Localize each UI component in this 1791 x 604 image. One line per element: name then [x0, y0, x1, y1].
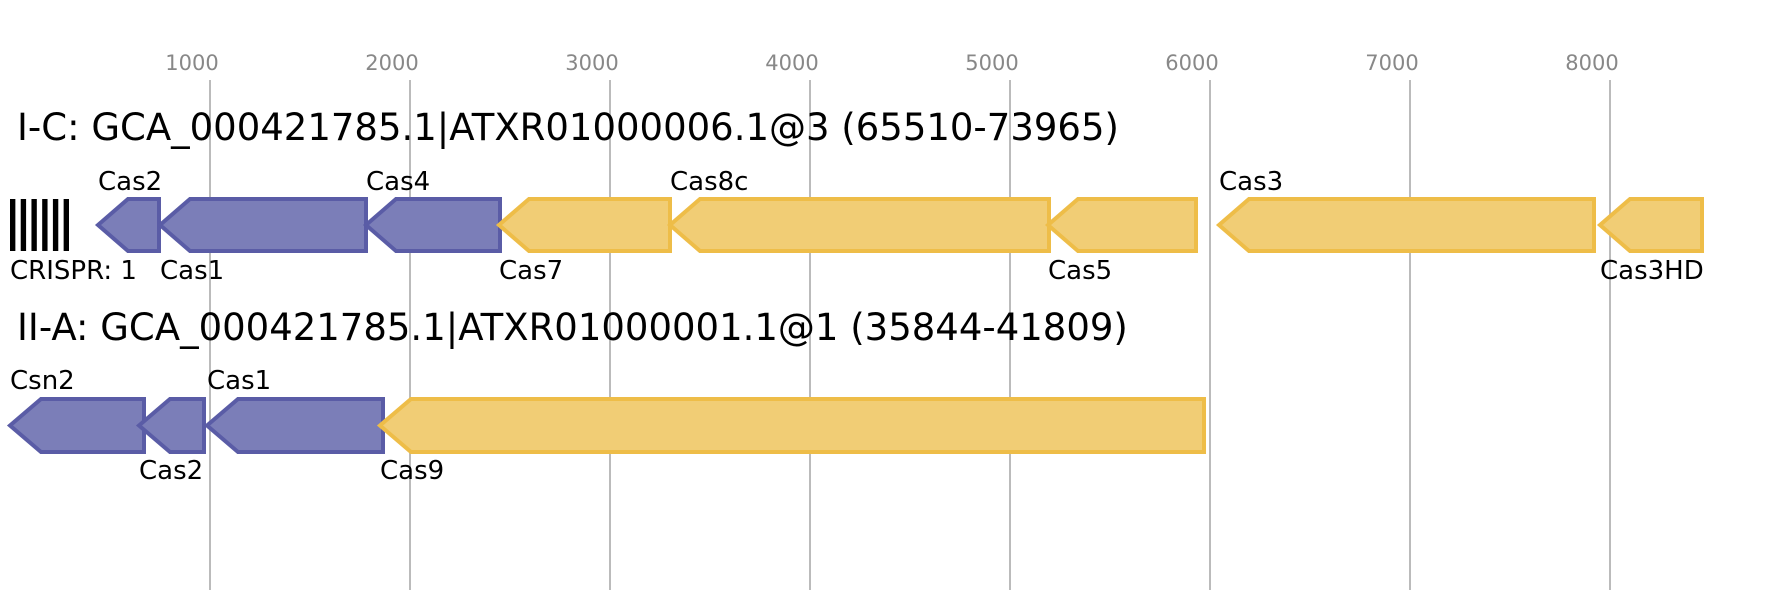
gene-arrow-cas4 [362, 197, 502, 253]
gene-arrow-csn2 [6, 397, 146, 454]
crispr-repeat [63, 199, 69, 251]
gene-arrow-cas8c [666, 197, 1051, 253]
tick-label: 4000 [765, 51, 818, 75]
tick-label: 3000 [565, 51, 618, 75]
gene-arrow-cas1 [156, 197, 368, 253]
gene-label-cas1: Cas1 [160, 256, 224, 286]
gene-label-cas3: Cas3 [1219, 167, 1283, 197]
locus-title-ic: I-C: GCA_000421785.1|ATXR01000006.1@3 (6… [17, 106, 1119, 149]
axis-ticks: 1000 2000 3000 4000 5000 6000 7000 8000 [165, 51, 1618, 75]
gene-label-cas1: Cas1 [207, 366, 271, 396]
tick-label: 6000 [1165, 51, 1218, 75]
crispr-label: CRISPR: 1 [10, 256, 137, 286]
gene-arrow-cas5 [1044, 197, 1198, 253]
crispr-repeat [42, 199, 48, 251]
gene-arrow-cas1 [203, 397, 385, 454]
gene-label-cas9: Cas9 [380, 456, 444, 486]
gene-label-cas8c: Cas8c [670, 167, 748, 197]
gene-label-cas2: Cas2 [98, 167, 162, 197]
tick-label: 8000 [1565, 51, 1618, 75]
tick-label: 1000 [165, 51, 218, 75]
grid-lines [209, 80, 1611, 590]
gene-arrow-cas9 [376, 397, 1206, 454]
locus-title-iia: II-A: GCA_000421785.1|ATXR01000001.1@1 (… [17, 306, 1128, 349]
crispr-repeat [52, 199, 59, 251]
crispr-repeat [20, 199, 27, 251]
tick-label: 5000 [965, 51, 1018, 75]
gene-label-cas2: Cas2 [139, 456, 203, 486]
tick-label: 2000 [365, 51, 418, 75]
crispr-repeat [31, 199, 37, 251]
gene-arrow-cas7 [495, 197, 672, 253]
gene-arrow-cas2 [94, 197, 161, 253]
crispr-repeat [10, 199, 16, 251]
gene-label-cas3hd: Cas3HD [1600, 256, 1704, 286]
gene-label-cas4: Cas4 [366, 167, 430, 197]
gene-label-csn2: Csn2 [10, 366, 75, 396]
tick-label: 7000 [1365, 51, 1418, 75]
gene-arrow-cas2 [135, 397, 206, 454]
gene-arrow-cas3 [1215, 197, 1596, 253]
gene-label-cas7: Cas7 [499, 256, 563, 286]
gene-arrow-cas3hd [1596, 197, 1704, 253]
gene-label-cas5: Cas5 [1048, 256, 1112, 286]
